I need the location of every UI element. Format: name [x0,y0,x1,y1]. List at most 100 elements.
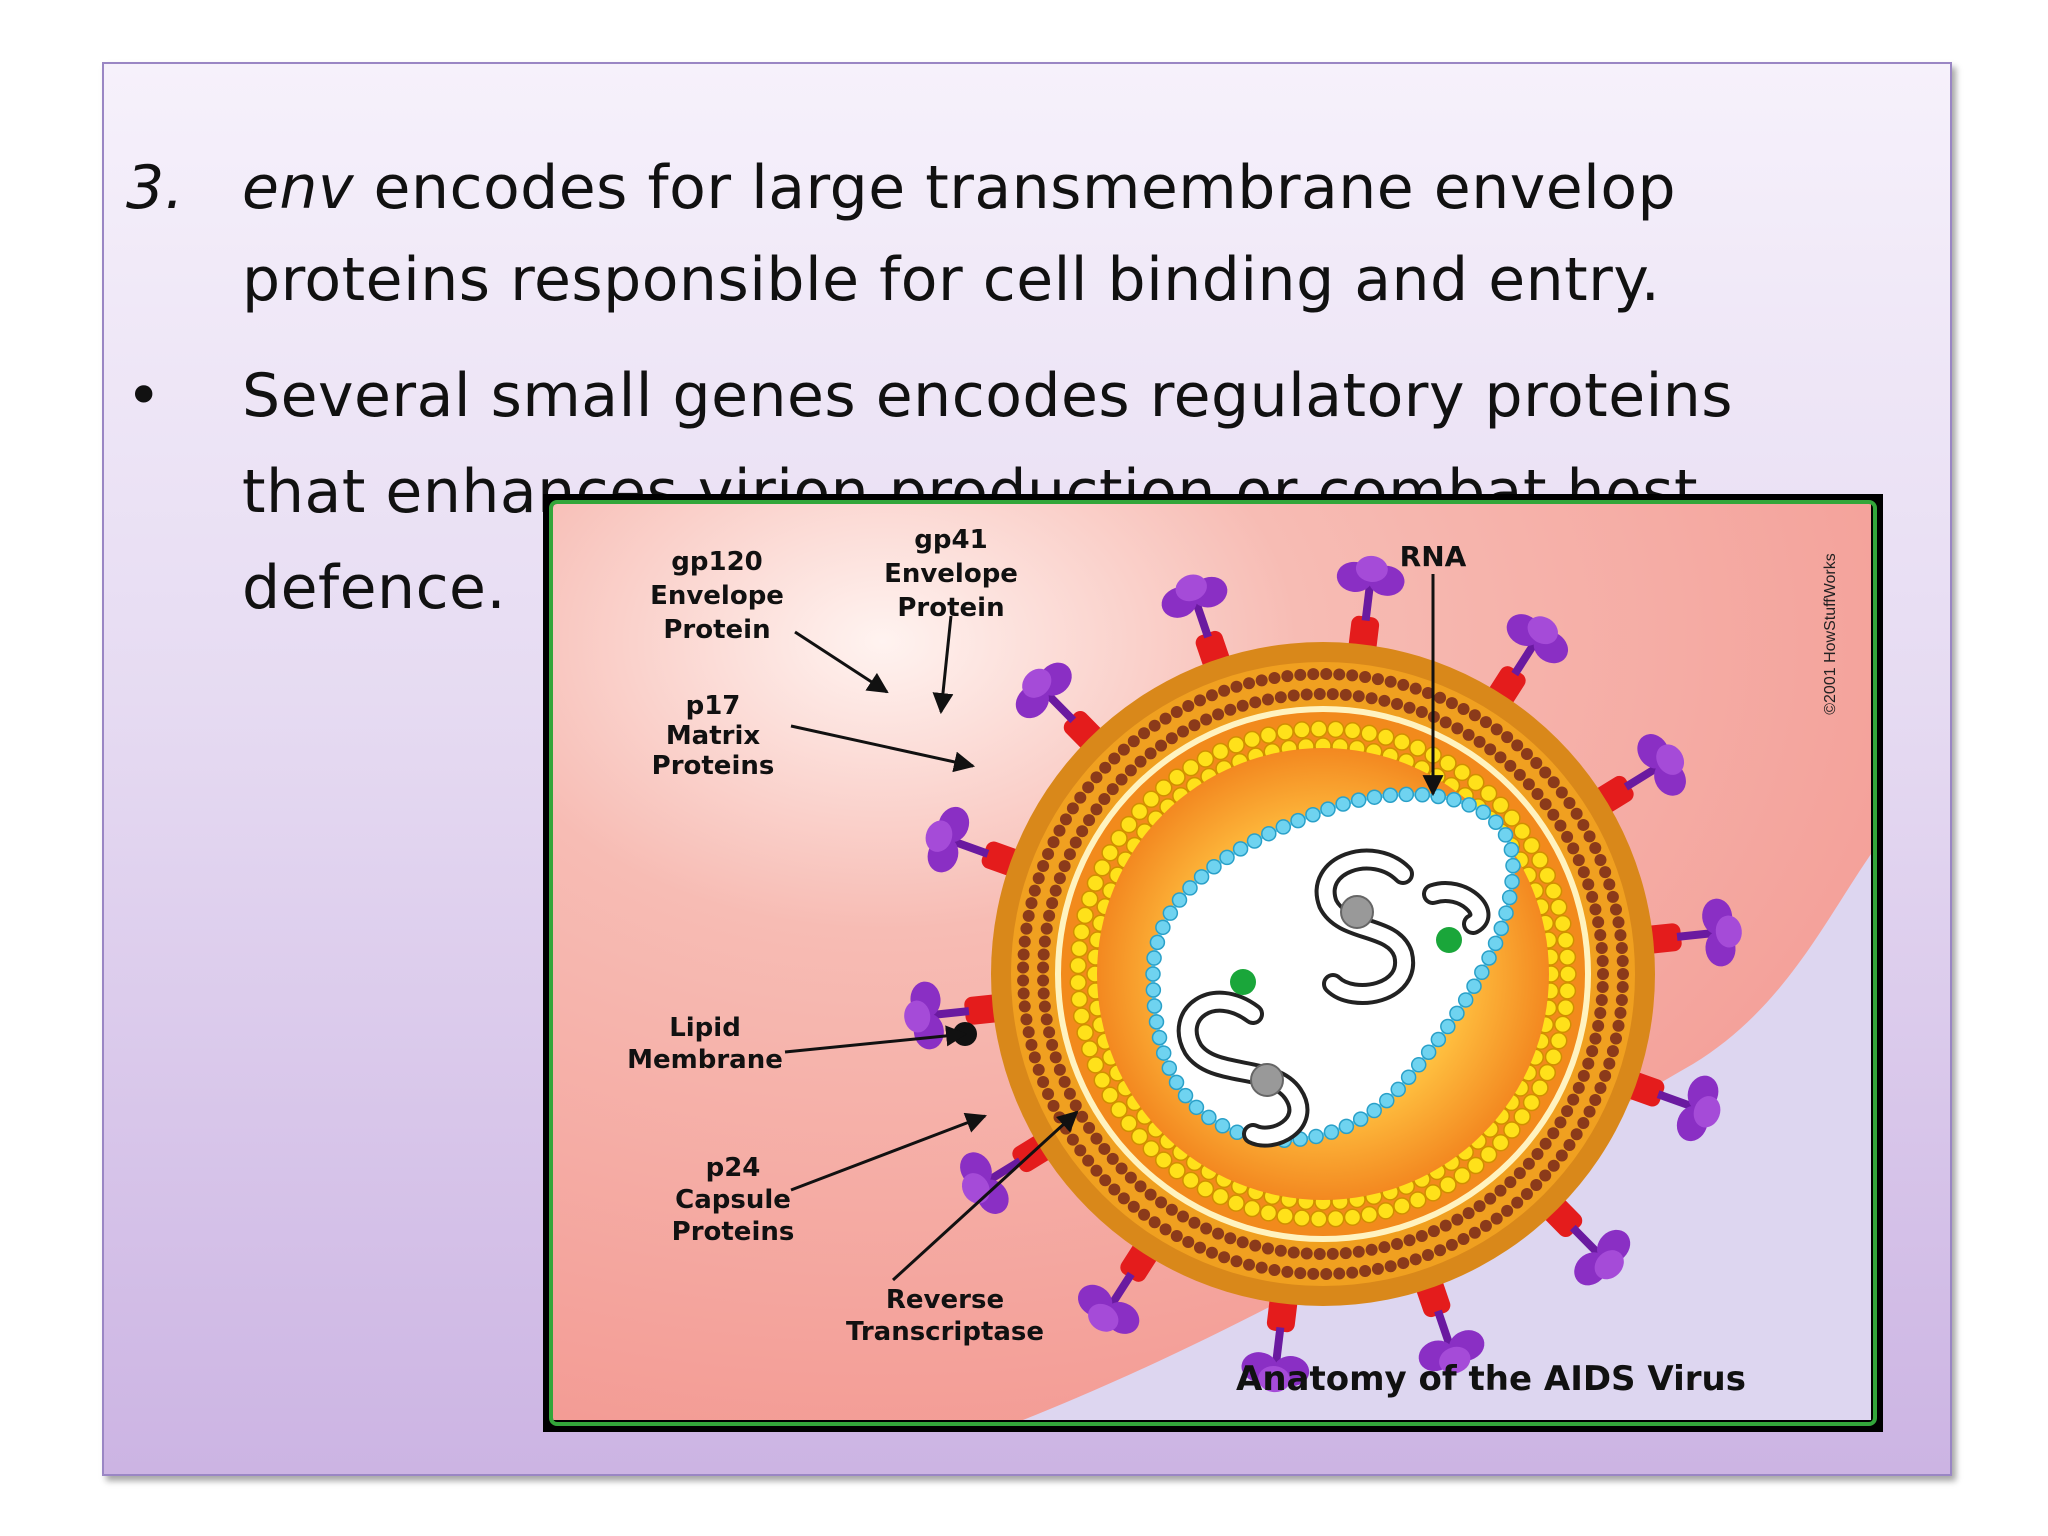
capsid-bead [1323,1124,1340,1140]
matrix-bead [1558,948,1577,966]
lipid-bead [1138,727,1151,740]
matrix-bead [1130,1127,1149,1146]
lipid-membrane-beads [1017,668,1629,1280]
lipid-bead [1577,866,1590,879]
lipid-bead [1421,686,1434,699]
lipid-bead [1155,739,1168,752]
matrix-bead [1072,923,1091,941]
capsid-bead [1475,804,1492,821]
lipid-bead [1612,1019,1625,1032]
lipid-bead [1616,980,1629,993]
capsid-bead [1171,892,1188,908]
lipid-bead [1606,1045,1619,1058]
lipid-bead [1555,786,1568,799]
bullet-text: encodes for large transmembrane envelop [353,153,1677,223]
label-line: p24 [706,1153,761,1183]
lipid-bead [1352,1245,1365,1258]
lipid-bead [1159,712,1172,725]
lipid-bead [1038,1000,1051,1013]
lipid-bead [1218,684,1231,697]
lipid-bead [1445,1238,1458,1251]
capsid-bead [1246,833,1263,849]
matrix-bead [1154,1151,1173,1169]
lipid-bead [1513,1167,1526,1180]
lipid-bead [1594,853,1607,866]
gp120-knob [1656,744,1685,775]
lipid-bead [1547,1127,1560,1140]
matrix-bead [1310,1210,1328,1228]
lipid-bead [1082,1154,1095,1167]
lipid-bead [1069,1099,1082,1112]
gp120-knob [1693,1096,1721,1128]
capsid-bead [1261,825,1277,842]
reverse-transcriptase-dot [1340,895,1374,929]
matrix-bead [1142,1139,1161,1158]
lipid-bead [1603,878,1616,891]
lipid-bead [1076,1110,1089,1123]
lipid-bead [1224,703,1237,716]
rna-strand-inner [1180,994,1306,1144]
label-line: Protein [897,593,1004,623]
lipid-bead [1124,764,1137,777]
matrix-bead [1227,736,1245,754]
lipid-bead [1614,1006,1627,1019]
label-p17: p17 Matrix Proteins [652,691,775,781]
lipid-bead [1445,697,1458,710]
capsid-bead [1352,1111,1369,1127]
lipid-bead [1572,1081,1585,1094]
lipid-bead [1053,872,1066,885]
lipid-bead [1205,1246,1218,1259]
spike-neck [1569,1224,1601,1257]
lipid-bead [1612,916,1625,929]
lipid-bead [1069,836,1082,849]
capsid-bead [1440,1018,1456,1035]
lipid-bead [1287,689,1300,702]
lipid-bead [1365,692,1378,705]
capsid-bead [1145,966,1161,982]
capsid-bead [1466,978,1482,995]
lipid-bead [1274,1244,1287,1257]
spike-neck [1272,1326,1285,1364]
virus-diagram: gp120 Envelope Protein gp41 Envelope Pro… [553,504,1871,1420]
gp120-knob [1022,668,1052,698]
capsid-bead [1379,1092,1395,1109]
lipid-bead [1599,866,1612,879]
lipid-bead [1333,1267,1346,1280]
matrix-bead [1538,1063,1557,1082]
lipid-bead [1511,739,1524,752]
lipid-bead [1177,725,1189,738]
lipid-bead [1066,802,1079,815]
lipid-bead [1058,860,1071,873]
lipid-bead [1294,668,1307,681]
lipid-bead [1501,1204,1514,1217]
matrix-bead [1070,939,1089,958]
spike-neck [1434,1309,1454,1347]
lipid-bead [1473,1200,1486,1213]
lipid-bead [1243,677,1256,690]
gp120-knob [1355,555,1388,582]
capsid-bead [1168,1074,1185,1091]
lipid-bead [1098,1142,1111,1155]
matrix-bead [1110,829,1128,848]
lipid-bead [1596,954,1609,967]
gp120-knob [925,820,953,852]
label-line: Transcriptase [846,1317,1044,1347]
lipid-arrow [784,1025,968,1054]
matrix-bead [1544,882,1563,900]
matrix-bead [1360,724,1378,743]
matrix-bead [1120,815,1138,834]
lipid-bead [1090,803,1103,816]
lipid-bead [1017,948,1030,961]
capsid-bead [1177,1087,1194,1104]
lipid-bead [1017,987,1030,1000]
label-line: Protein [663,615,770,645]
matrix-bead [1110,1100,1128,1119]
capsid-bead [1335,796,1351,812]
lipid-bead [1434,691,1447,704]
capsid-bead [1146,998,1163,1014]
lipid-bead [1230,1255,1243,1268]
label-line: Lipid [669,1013,741,1043]
lipid-bead [1409,682,1422,695]
lipid-bead [1098,793,1111,806]
lipid-bead [1554,1116,1567,1129]
